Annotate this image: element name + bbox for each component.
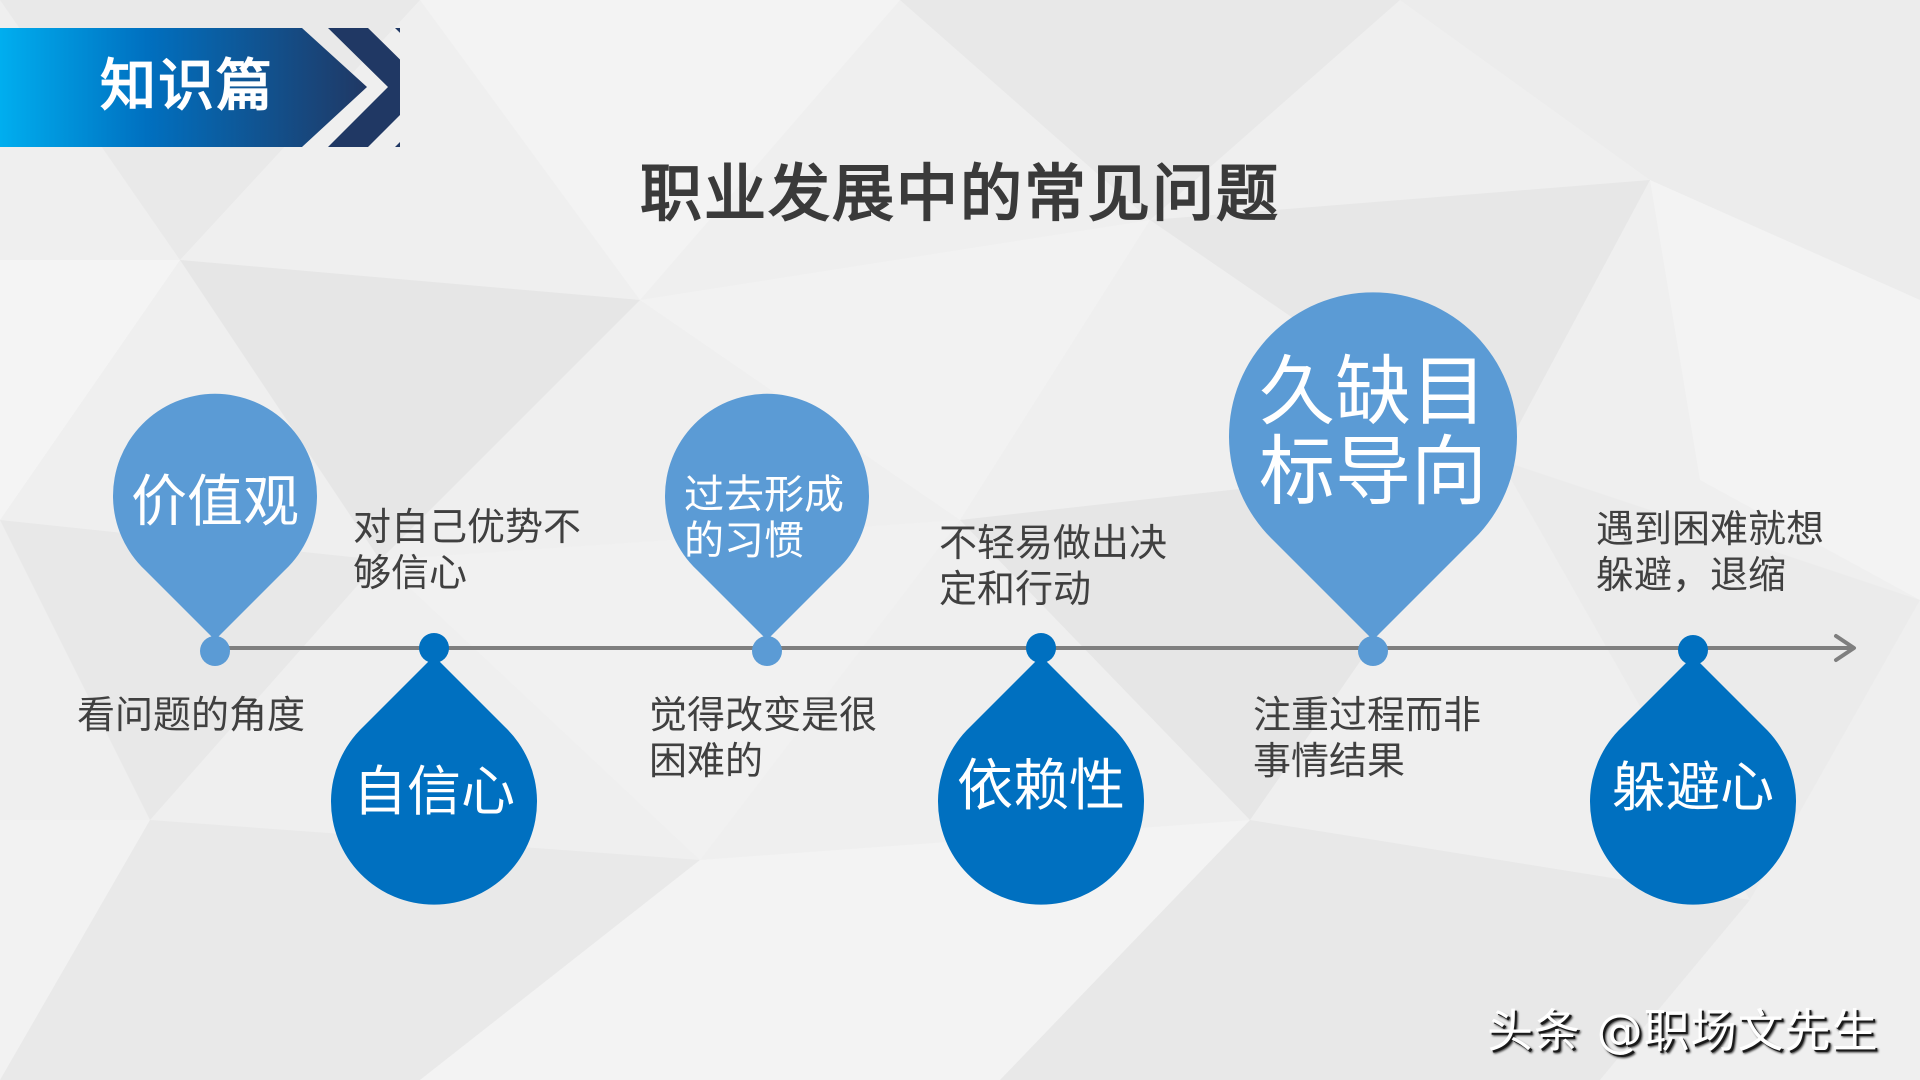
description-6-line-2: 躲避，退缩 bbox=[1596, 553, 1787, 597]
description-2-line-2: 够信心 bbox=[353, 551, 468, 595]
description-5: 注重过程而非 事情结果 bbox=[1253, 692, 1481, 784]
description-5-line-2: 事情结果 bbox=[1253, 739, 1406, 783]
section-banner bbox=[0, 28, 400, 147]
description-4-line-1: 不轻易做出决 bbox=[939, 521, 1168, 565]
description-1: 看问题的角度 bbox=[77, 693, 306, 737]
drop-5 bbox=[1229, 292, 1517, 666]
drop-label-6: 躲避心 bbox=[1612, 756, 1774, 819]
drop-4 bbox=[937, 633, 1144, 905]
drop-1 bbox=[113, 393, 317, 666]
description-5-line-1: 注重过程而非 bbox=[1253, 693, 1482, 737]
drop-label-3-line-2: 的习惯 bbox=[684, 518, 804, 564]
page-title: 职业发展中的常见问题 bbox=[639, 157, 1280, 230]
drop-label-2: 自信心 bbox=[353, 760, 515, 823]
description-4: 不轻易做出决 定和行动 bbox=[939, 520, 1167, 612]
drop-label-3: 过去形成 的习惯 bbox=[684, 472, 844, 564]
description-2-line-1: 对自己优势不 bbox=[353, 505, 582, 549]
description-4-line-2: 定和行动 bbox=[939, 567, 1092, 611]
drop-2 bbox=[331, 633, 538, 905]
watermark: 头条 @职场文先生 bbox=[1487, 1004, 1879, 1058]
description-3: 觉得改变是很 困难的 bbox=[649, 692, 877, 784]
drop-label-5-line-1: 久缺目 bbox=[1259, 347, 1487, 436]
arrow-head-icon bbox=[1834, 634, 1856, 662]
description-3-line-1: 觉得改变是很 bbox=[649, 693, 878, 737]
drop-label-5-line-2: 标导向 bbox=[1259, 427, 1487, 516]
description-3-line-2: 困难的 bbox=[649, 739, 764, 783]
drop-label-3-line-1: 过去形成 bbox=[684, 472, 844, 518]
drop-6 bbox=[1590, 635, 1796, 905]
drop-3 bbox=[665, 393, 870, 666]
description-6: 遇到困难就想 躲避，退缩 bbox=[1596, 506, 1824, 598]
description-6-line-1: 遇到困难就想 bbox=[1596, 507, 1825, 551]
section-tag: 知识篇 bbox=[100, 54, 274, 119]
drop-label-4: 依赖性 bbox=[957, 754, 1125, 819]
drop-label-1: 价值观 bbox=[131, 470, 299, 535]
drop-label-5: 久缺目 标导向 bbox=[1253, 352, 1493, 512]
description-2: 对自己优势不 够信心 bbox=[353, 504, 581, 596]
